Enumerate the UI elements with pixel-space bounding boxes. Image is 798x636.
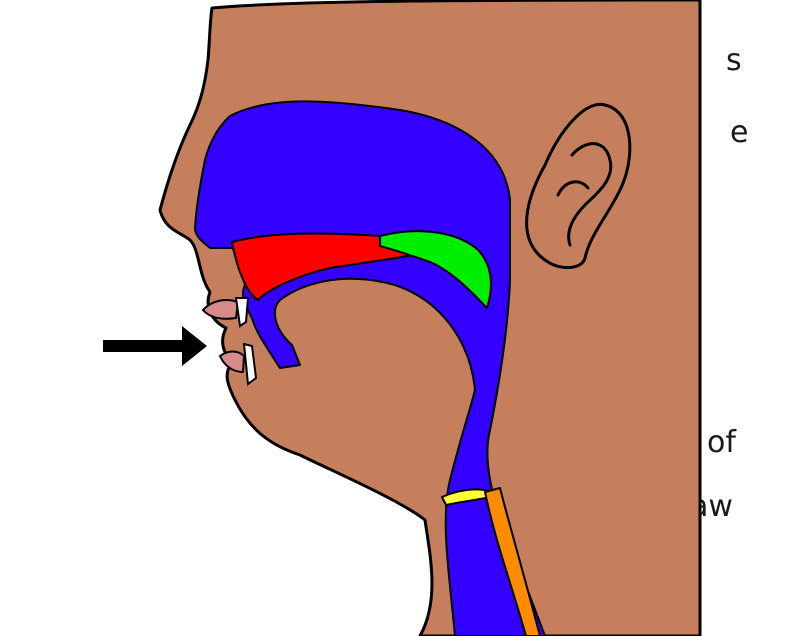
- pointer-arrow-head: [182, 326, 207, 366]
- lower-lip: [220, 352, 244, 373]
- pointer-arrow-shaft: [103, 340, 185, 352]
